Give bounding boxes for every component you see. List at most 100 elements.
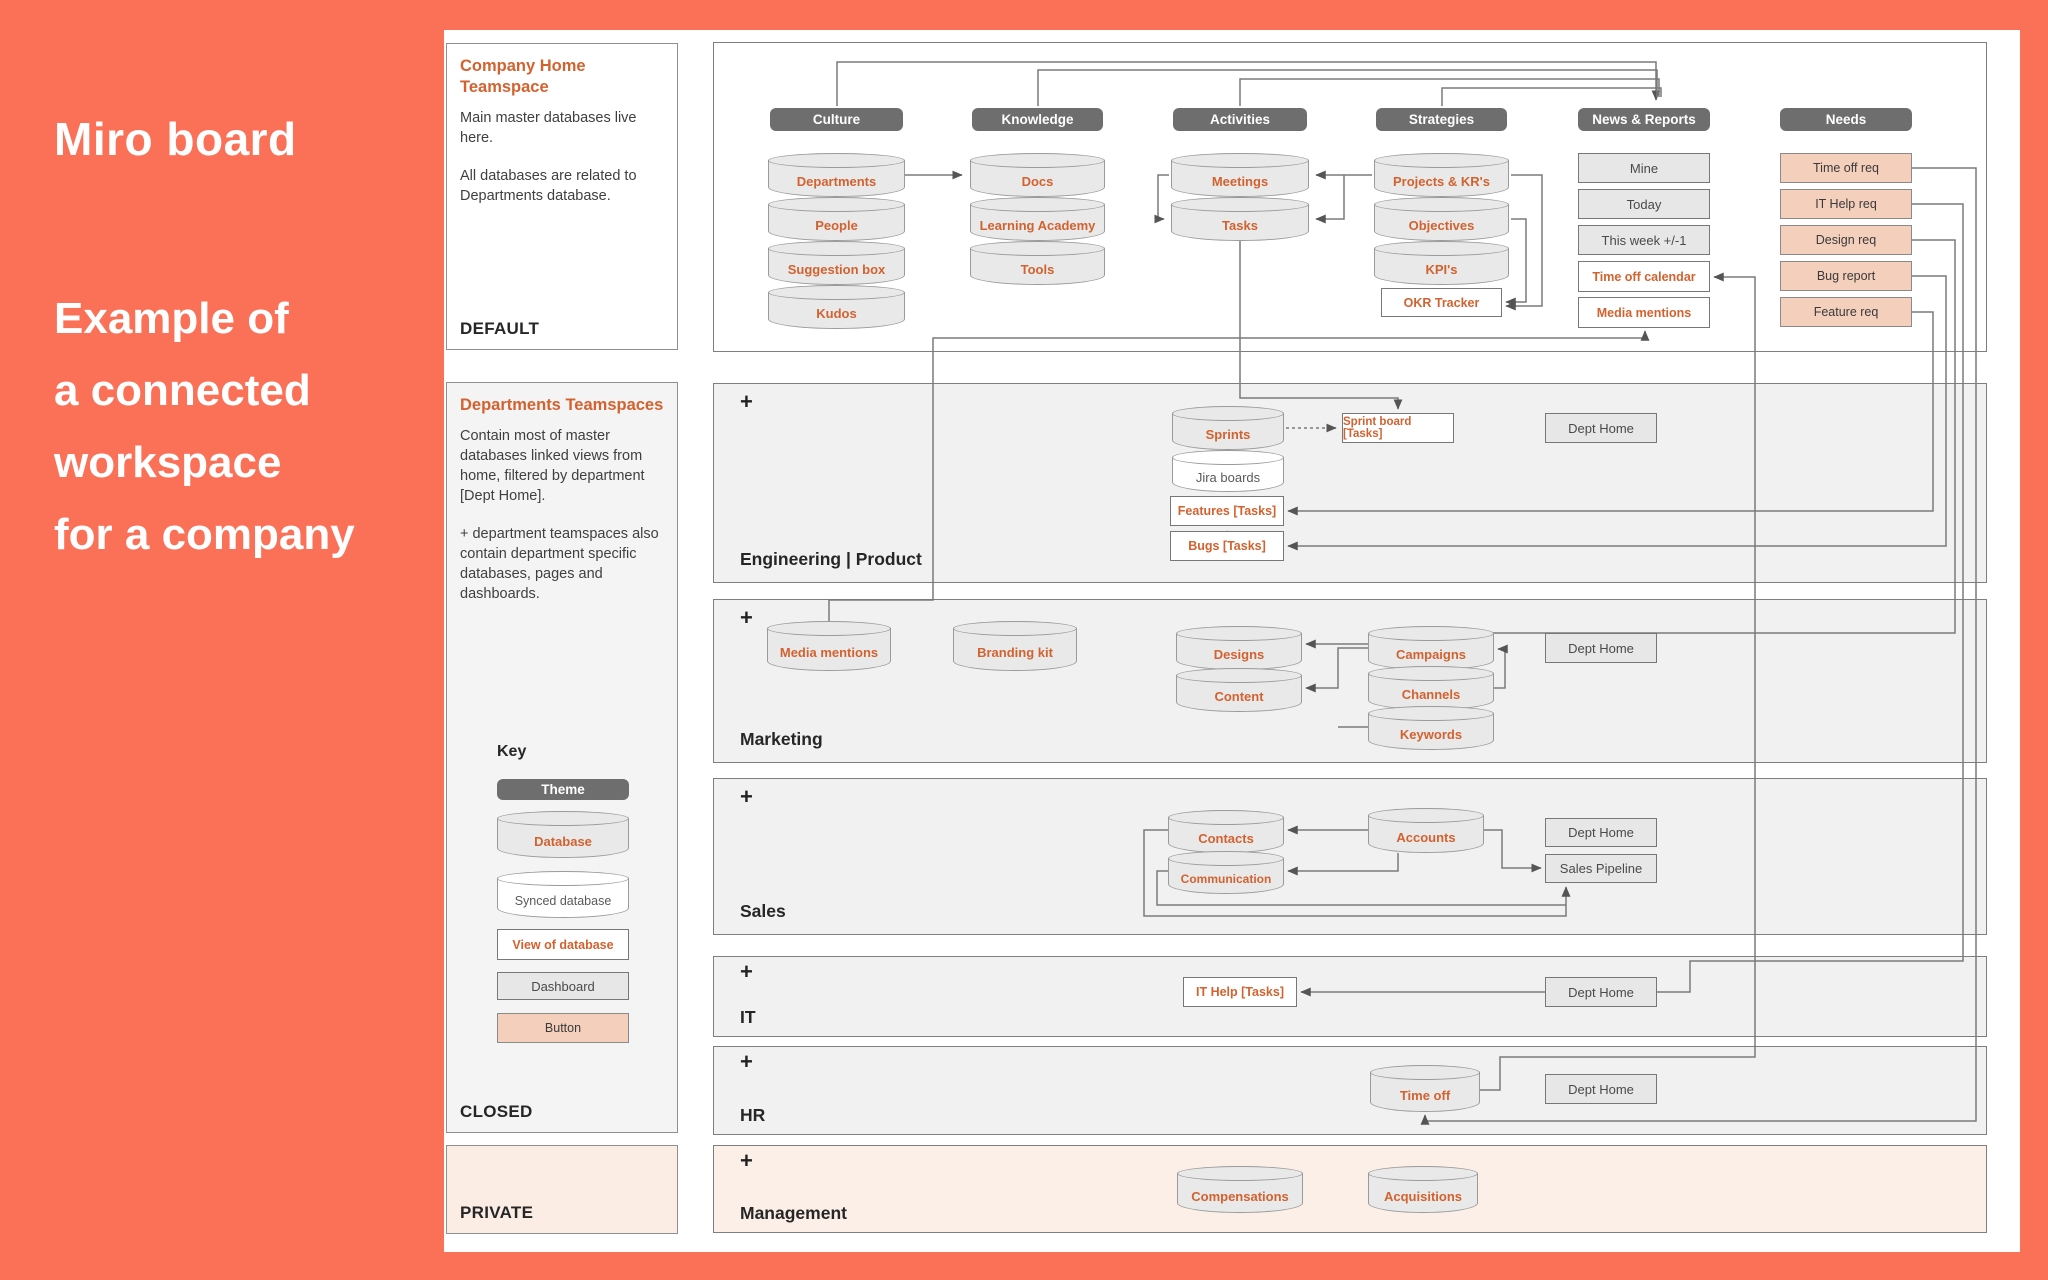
database-docs[interactable]: Docs — [970, 153, 1105, 197]
view-bugs-tasks[interactable]: Bugs [Tasks] — [1170, 531, 1284, 561]
section-label-sales: Sales — [740, 901, 786, 921]
key-button-box[interactable]: Button — [497, 1013, 629, 1043]
key-database-label: Database — [534, 833, 592, 849]
dashboard-this-week[interactable]: This week +/-1 — [1578, 225, 1710, 255]
view-sprint-board-tasks[interactable]: Sprint board [Tasks] — [1342, 413, 1454, 443]
button-label: Design req — [1815, 233, 1877, 247]
plus-icon[interactable]: + — [740, 605, 753, 630]
theme-pill-knowledge[interactable]: Knowledge — [972, 108, 1103, 131]
database-label: Tools — [1020, 262, 1055, 277]
database-kudos[interactable]: Kudos — [768, 285, 905, 329]
plus-icon[interactable]: + — [740, 389, 753, 414]
view-label: IT Help [Tasks] — [1196, 985, 1284, 999]
dashboard-dept-home-it[interactable]: Dept Home — [1545, 977, 1657, 1007]
database-designs[interactable]: Designs — [1176, 626, 1302, 670]
theme-pill-activities[interactable]: Activities — [1173, 108, 1307, 131]
panel-departments-teamspaces[interactable]: Departments Teamspaces Contain most of m… — [446, 382, 678, 1133]
database-learning-academy[interactable]: Learning Academy — [970, 197, 1105, 241]
key-button-label: Button — [544, 1021, 582, 1035]
section-label-management: Management — [740, 1203, 847, 1223]
panel-company-home-teamspace[interactable]: Company Home Teamspace Main master datab… — [446, 43, 678, 350]
view-time-off-calendar[interactable]: Time off calendar — [1578, 261, 1710, 292]
key-dashboard-box[interactable]: Dashboard — [497, 972, 629, 1000]
button-design-req[interactable]: Design req — [1780, 225, 1912, 255]
dashboard-today[interactable]: Today — [1578, 189, 1710, 219]
database-contacts[interactable]: Contacts — [1168, 810, 1284, 853]
database-sprints[interactable]: Sprints — [1172, 406, 1284, 450]
database-compensations[interactable]: Compensations — [1177, 1166, 1303, 1213]
database-people[interactable]: People — [768, 197, 905, 241]
panel-title: Departments Teamspaces — [460, 396, 664, 414]
theme-pill-strategies[interactable]: Strategies — [1376, 108, 1507, 131]
dashboard-dept-home-marketing[interactable]: Dept Home — [1545, 633, 1657, 663]
database-tasks[interactable]: Tasks — [1171, 197, 1309, 241]
dashboard-dept-home-engineering[interactable]: Dept Home — [1545, 413, 1657, 443]
database-campaigns[interactable]: Campaigns — [1368, 626, 1494, 670]
database-content[interactable]: Content — [1176, 668, 1302, 712]
button-time-off-req[interactable]: Time off req — [1780, 153, 1912, 183]
theme-label: Knowledge — [1001, 112, 1074, 127]
database-keywords[interactable]: Keywords — [1368, 706, 1494, 750]
view-features-tasks[interactable]: Features [Tasks] — [1170, 496, 1284, 526]
dashboard-dept-home-hr[interactable]: Dept Home — [1545, 1074, 1657, 1104]
dashboard-sales-pipeline[interactable]: Sales Pipeline — [1545, 854, 1657, 883]
database-label: Keywords — [1399, 727, 1463, 742]
section-sales[interactable]: + Sales — [713, 778, 1987, 935]
section-it[interactable]: + IT — [713, 956, 1987, 1037]
database-label: Content — [1214, 689, 1264, 704]
key-synced-database-cylinder[interactable]: Synced database — [497, 871, 629, 918]
database-accounts[interactable]: Accounts — [1368, 808, 1484, 853]
dashboard-dept-home-sales[interactable]: Dept Home — [1545, 818, 1657, 847]
database-branding-kit[interactable]: Branding kit — [953, 621, 1077, 671]
dashboard-mine[interactable]: Mine — [1578, 153, 1710, 183]
database-suggestion-box[interactable]: Suggestion box — [768, 241, 905, 285]
database-channels[interactable]: Channels — [1368, 666, 1494, 710]
database-kpis[interactable]: KPI's — [1374, 241, 1509, 285]
database-communication[interactable]: Communication — [1168, 851, 1284, 894]
dashboard-label: Today — [1626, 196, 1662, 212]
plus-icon[interactable]: + — [740, 784, 753, 809]
section-marketing[interactable]: + Marketing — [713, 599, 1987, 763]
view-label: Media mentions — [1596, 305, 1692, 320]
theme-label: Activities — [1209, 112, 1271, 127]
database-label: Kudos — [816, 306, 857, 321]
section-hr[interactable]: + HR — [713, 1046, 1987, 1135]
dashboard-label: Sales Pipeline — [1559, 861, 1643, 876]
database-objectives[interactable]: Objectives — [1374, 197, 1509, 241]
database-acquisitions[interactable]: Acquisitions — [1368, 1166, 1478, 1213]
view-it-help-tasks[interactable]: IT Help [Tasks] — [1183, 977, 1297, 1007]
button-bug-report[interactable]: Bug report — [1780, 261, 1912, 291]
board-title: Miro board — [54, 113, 297, 165]
database-tools[interactable]: Tools — [970, 241, 1105, 285]
panel-footer-private: PRIVATE — [460, 1203, 534, 1222]
view-okr-tracker[interactable]: OKR Tracker — [1381, 288, 1502, 317]
panel-private[interactable]: PRIVATE — [446, 1145, 678, 1234]
database-label: People — [815, 218, 858, 233]
key-database-cylinder[interactable]: Database — [497, 811, 629, 858]
view-label: Sprint board [Tasks] — [1343, 416, 1412, 440]
plus-icon[interactable]: + — [740, 1049, 753, 1074]
database-departments[interactable]: Departments — [768, 153, 905, 197]
theme-label: Strategies — [1408, 112, 1475, 127]
database-label: Departments — [796, 174, 877, 189]
theme-pill-culture[interactable]: Culture — [770, 108, 903, 131]
section-management[interactable]: + Management — [713, 1145, 1987, 1233]
database-time-off[interactable]: Time off — [1370, 1065, 1480, 1112]
database-meetings[interactable]: Meetings — [1171, 153, 1309, 197]
plus-icon[interactable]: + — [740, 959, 753, 984]
panel-footer-closed: CLOSED — [460, 1102, 533, 1121]
database-projects-krs[interactable]: Projects & KR's — [1374, 153, 1509, 197]
plus-icon[interactable]: + — [740, 1148, 753, 1173]
database-media-mentions[interactable]: Media mentions — [767, 621, 891, 671]
button-feature-req[interactable]: Feature req — [1780, 297, 1912, 327]
theme-pill-news-reports[interactable]: News & Reports — [1578, 108, 1710, 131]
section-label-it: IT — [740, 1007, 756, 1027]
button-label: IT Help req — [1815, 197, 1877, 211]
key-theme-label: Theme — [541, 782, 585, 797]
key-theme-pill[interactable]: Theme — [497, 779, 629, 800]
view-media-mentions[interactable]: Media mentions — [1578, 297, 1710, 328]
theme-pill-needs[interactable]: Needs — [1780, 108, 1912, 131]
synced-database-jira-boards[interactable]: Jira boards — [1172, 450, 1284, 492]
button-it-help-req[interactable]: IT Help req — [1780, 189, 1912, 219]
key-view-of-database-box[interactable]: View of database — [497, 929, 629, 960]
